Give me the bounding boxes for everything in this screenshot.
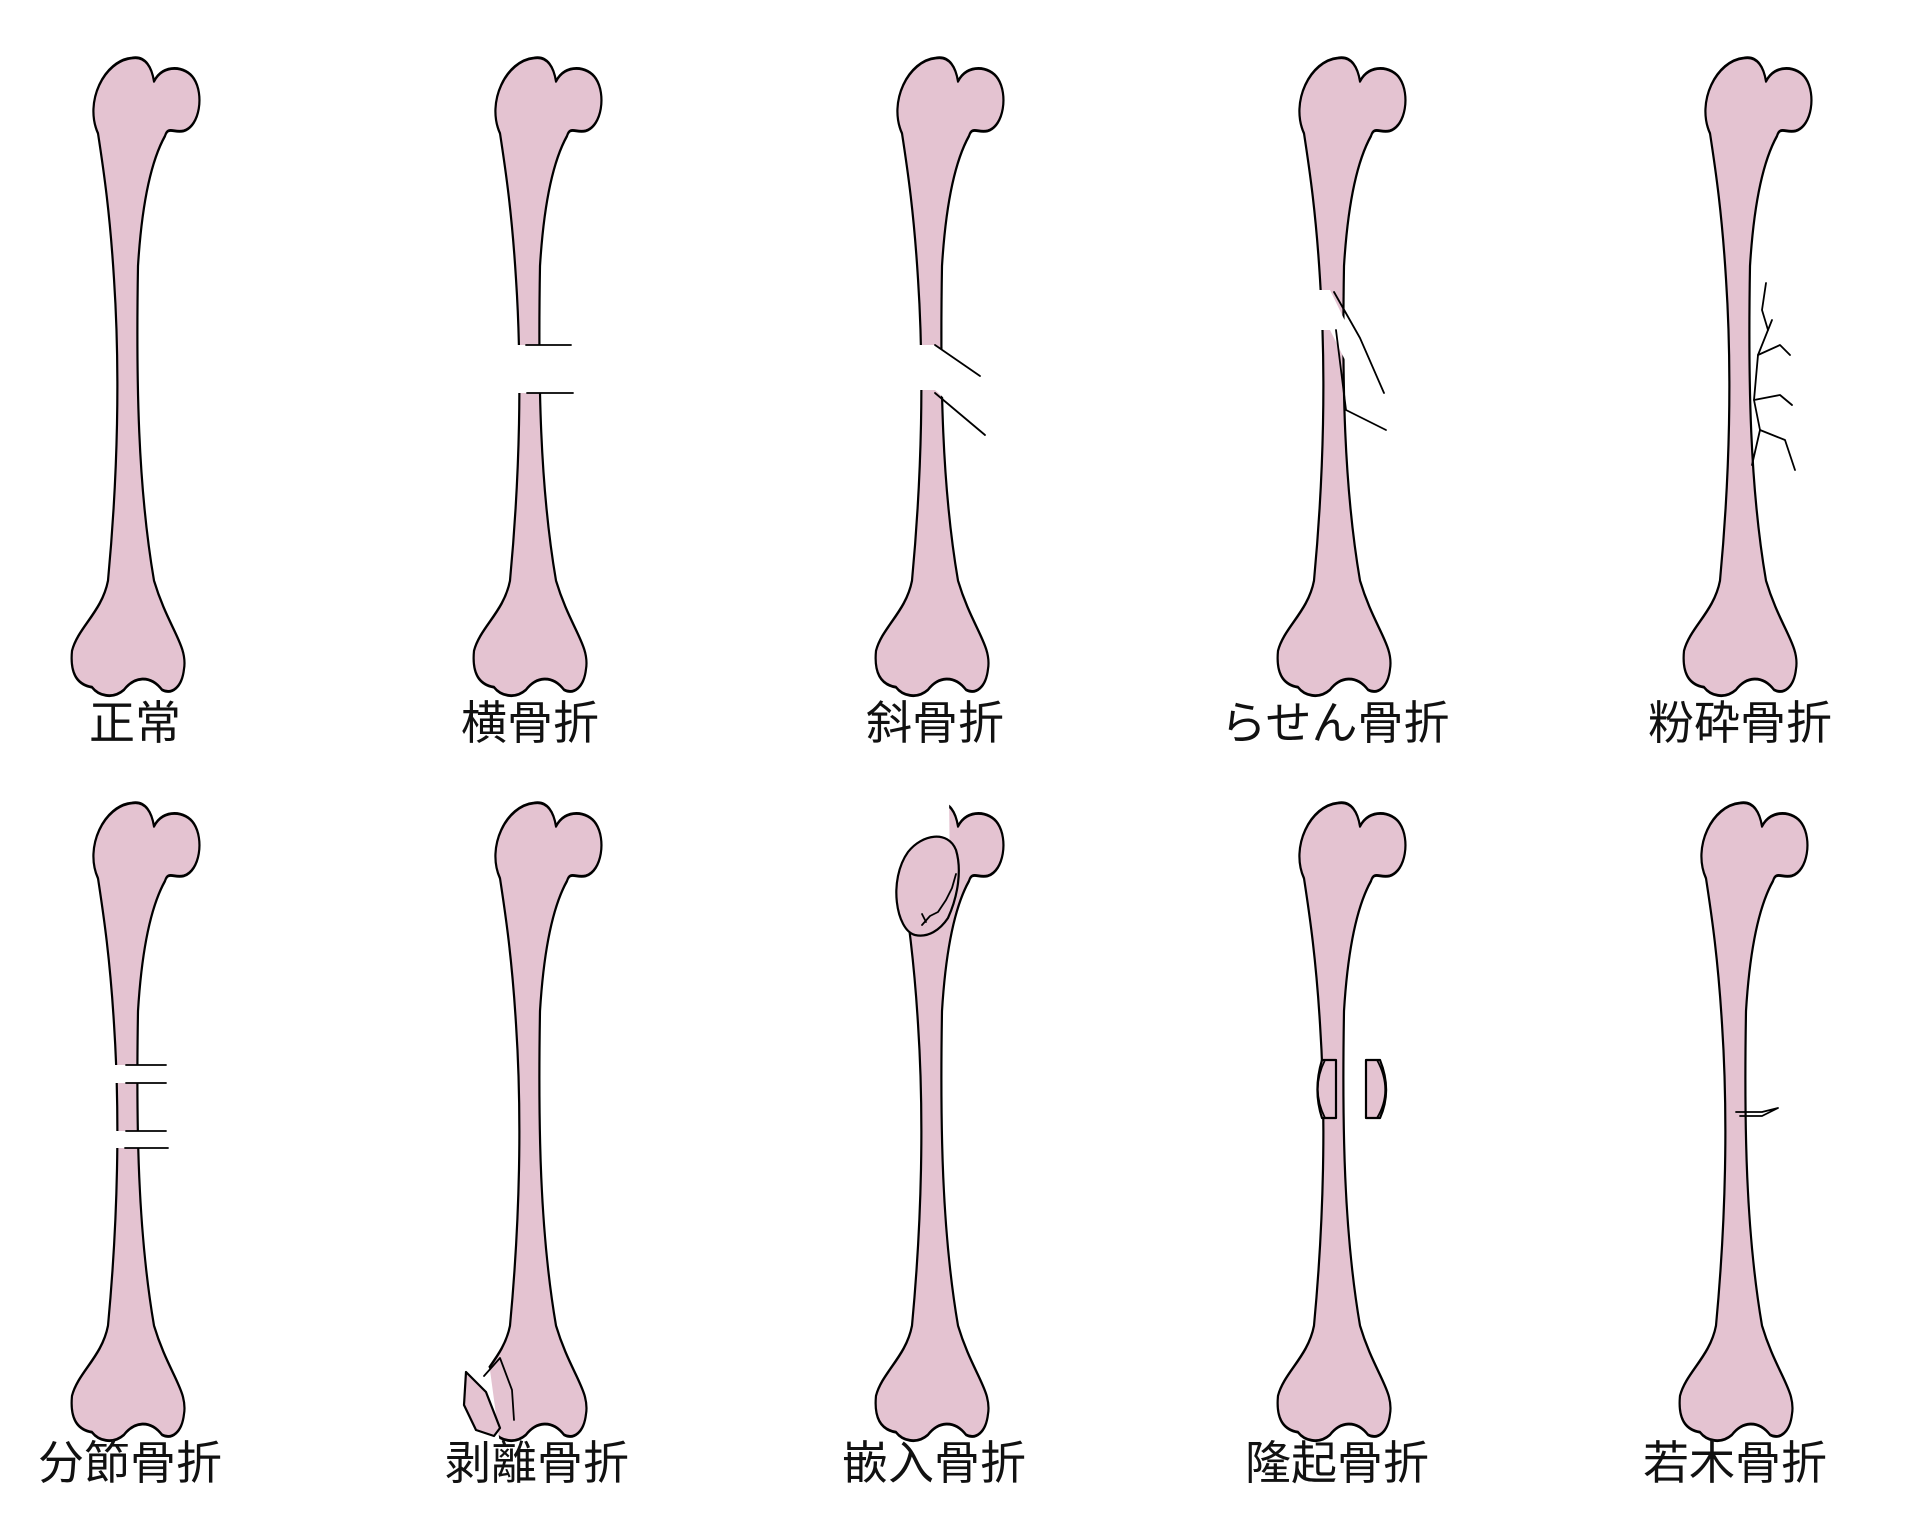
caption-oblique: 斜骨折 [866,696,1004,750]
bone-oblique [874,56,1005,698]
bone-comminuted [1682,56,1813,698]
bone-normal [70,56,201,698]
caption-normal: 正常 [89,696,181,750]
caption-avulsion: 剥離骨折 [445,1436,629,1490]
bone-impacted [874,801,1005,1443]
caption-segmental: 分節骨折 [38,1436,222,1490]
caption-comminuted: 粉砕骨折 [1648,696,1832,750]
caption-impacted: 嵌入骨折 [842,1436,1026,1490]
caption-greenstick: 若木骨折 [1643,1436,1827,1490]
caption-transverse: 横骨折 [461,696,599,750]
bone-greenstick [1678,801,1809,1443]
bone-torus [1276,801,1407,1443]
caption-torus: 隆起骨折 [1245,1436,1429,1490]
bone-transverse [472,56,603,698]
bone-spiral [1276,56,1407,698]
bone-avulsion [462,801,603,1443]
bone-segmental [70,801,201,1443]
caption-spiral: らせん骨折 [1220,696,1450,750]
